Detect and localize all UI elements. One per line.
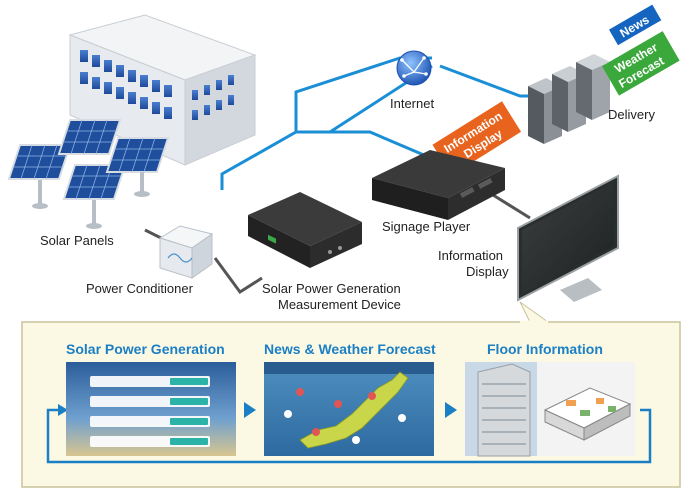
next-arrow-icon — [445, 402, 457, 418]
section-title-news-weather: News & Weather Forecast — [264, 341, 436, 357]
delivery-label: Delivery — [608, 107, 655, 122]
callout-pointer — [519, 301, 550, 323]
power-line-conditioner-to-device — [213, 257, 263, 295]
power-conditioner-illustration — [158, 225, 214, 279]
section-title-floor: Floor Information — [487, 341, 603, 357]
measurement-device-illustration — [248, 192, 362, 268]
display-label-line1: Information — [438, 248, 503, 263]
loop-arrow-head-icon — [58, 404, 68, 416]
internet-globe-icon — [396, 50, 432, 86]
solar-generation-screen-thumbnail — [66, 362, 236, 456]
solar-panels-illustration — [7, 119, 170, 229]
power-conditioner-label: Power Conditioner — [86, 281, 194, 296]
internet-label: Internet — [390, 96, 434, 111]
display-label-line2: Display — [466, 264, 509, 279]
solar-panels-label: Solar Panels — [40, 233, 114, 248]
floor-information-screen-thumbnail — [465, 362, 635, 457]
delivery-servers-illustration — [528, 54, 610, 144]
signage-player-label: Signage Player — [382, 219, 471, 234]
section-title-solar: Solar Power Generation — [66, 341, 225, 357]
signage-player-illustration — [372, 150, 505, 220]
information-display-illustration — [517, 174, 619, 302]
measurement-device-label-line2: Measurement Device — [278, 297, 401, 312]
cycle-loop-arrow — [46, 408, 652, 464]
next-arrow-icon — [244, 402, 256, 418]
measurement-device-label-line1: Solar Power Generation — [262, 281, 401, 296]
office-building-illustration — [68, 14, 257, 166]
weather-map-screen-thumbnail — [264, 362, 434, 456]
weather-forecast-tag: Weather Forecast — [602, 31, 680, 96]
